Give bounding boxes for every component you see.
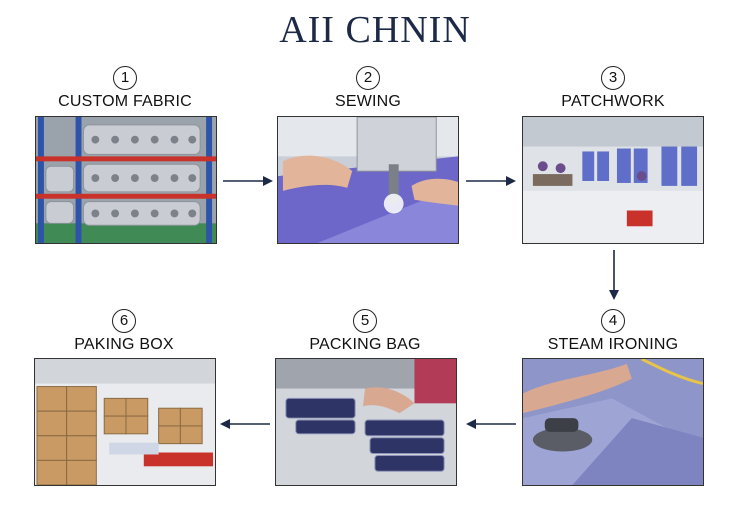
step-label-paking-box: PAKING BOX: [74, 336, 174, 353]
arrow-down-3-to-4: [609, 250, 619, 300]
step-label-sewing: SEWING: [334, 93, 402, 110]
packing-bag-photo: [275, 358, 457, 486]
step-number-3: 3: [601, 66, 625, 90]
step-3-header: 3 PATCHWORK: [521, 66, 705, 111]
step-label-steam-ironing: STEAM IRONING: [547, 336, 679, 353]
step-number-2: 2: [356, 66, 380, 90]
arrow-right-1-to-2: [223, 176, 273, 186]
sewing-photo: [277, 116, 459, 244]
boxes-warehouse-photo: [34, 358, 216, 486]
step-number-5: 5: [353, 309, 377, 333]
step-number-4: 4: [601, 309, 625, 333]
step-4-header: 4 STEAM IRONING: [521, 309, 705, 354]
step-2-header: 2 SEWING: [276, 66, 460, 111]
step-label-custom-fabric: CUSTOM FABRIC: [58, 93, 192, 110]
patchwork-factory-photo: [522, 116, 704, 244]
step-number-1: 1: [113, 66, 137, 90]
step-label-patchwork: PATCHWORK: [561, 93, 665, 110]
arrow-left-5-to-6: [220, 419, 270, 429]
step-5-header: 5 PACKING BAG: [273, 309, 457, 354]
step-label-packing-bag: PACKING BAG: [309, 336, 421, 353]
step-1-header: 1 CUSTOM FABRIC: [33, 66, 217, 111]
arrow-right-2-to-3: [466, 176, 516, 186]
page-title: AII CHNIN: [279, 9, 471, 51]
arrow-left-4-to-5: [466, 419, 516, 429]
fabric-warehouse-photo: [35, 116, 217, 244]
step-number-6: 6: [112, 309, 136, 333]
step-6-header: 6 PAKING BOX: [32, 309, 216, 354]
steam-ironing-photo: [522, 358, 704, 486]
